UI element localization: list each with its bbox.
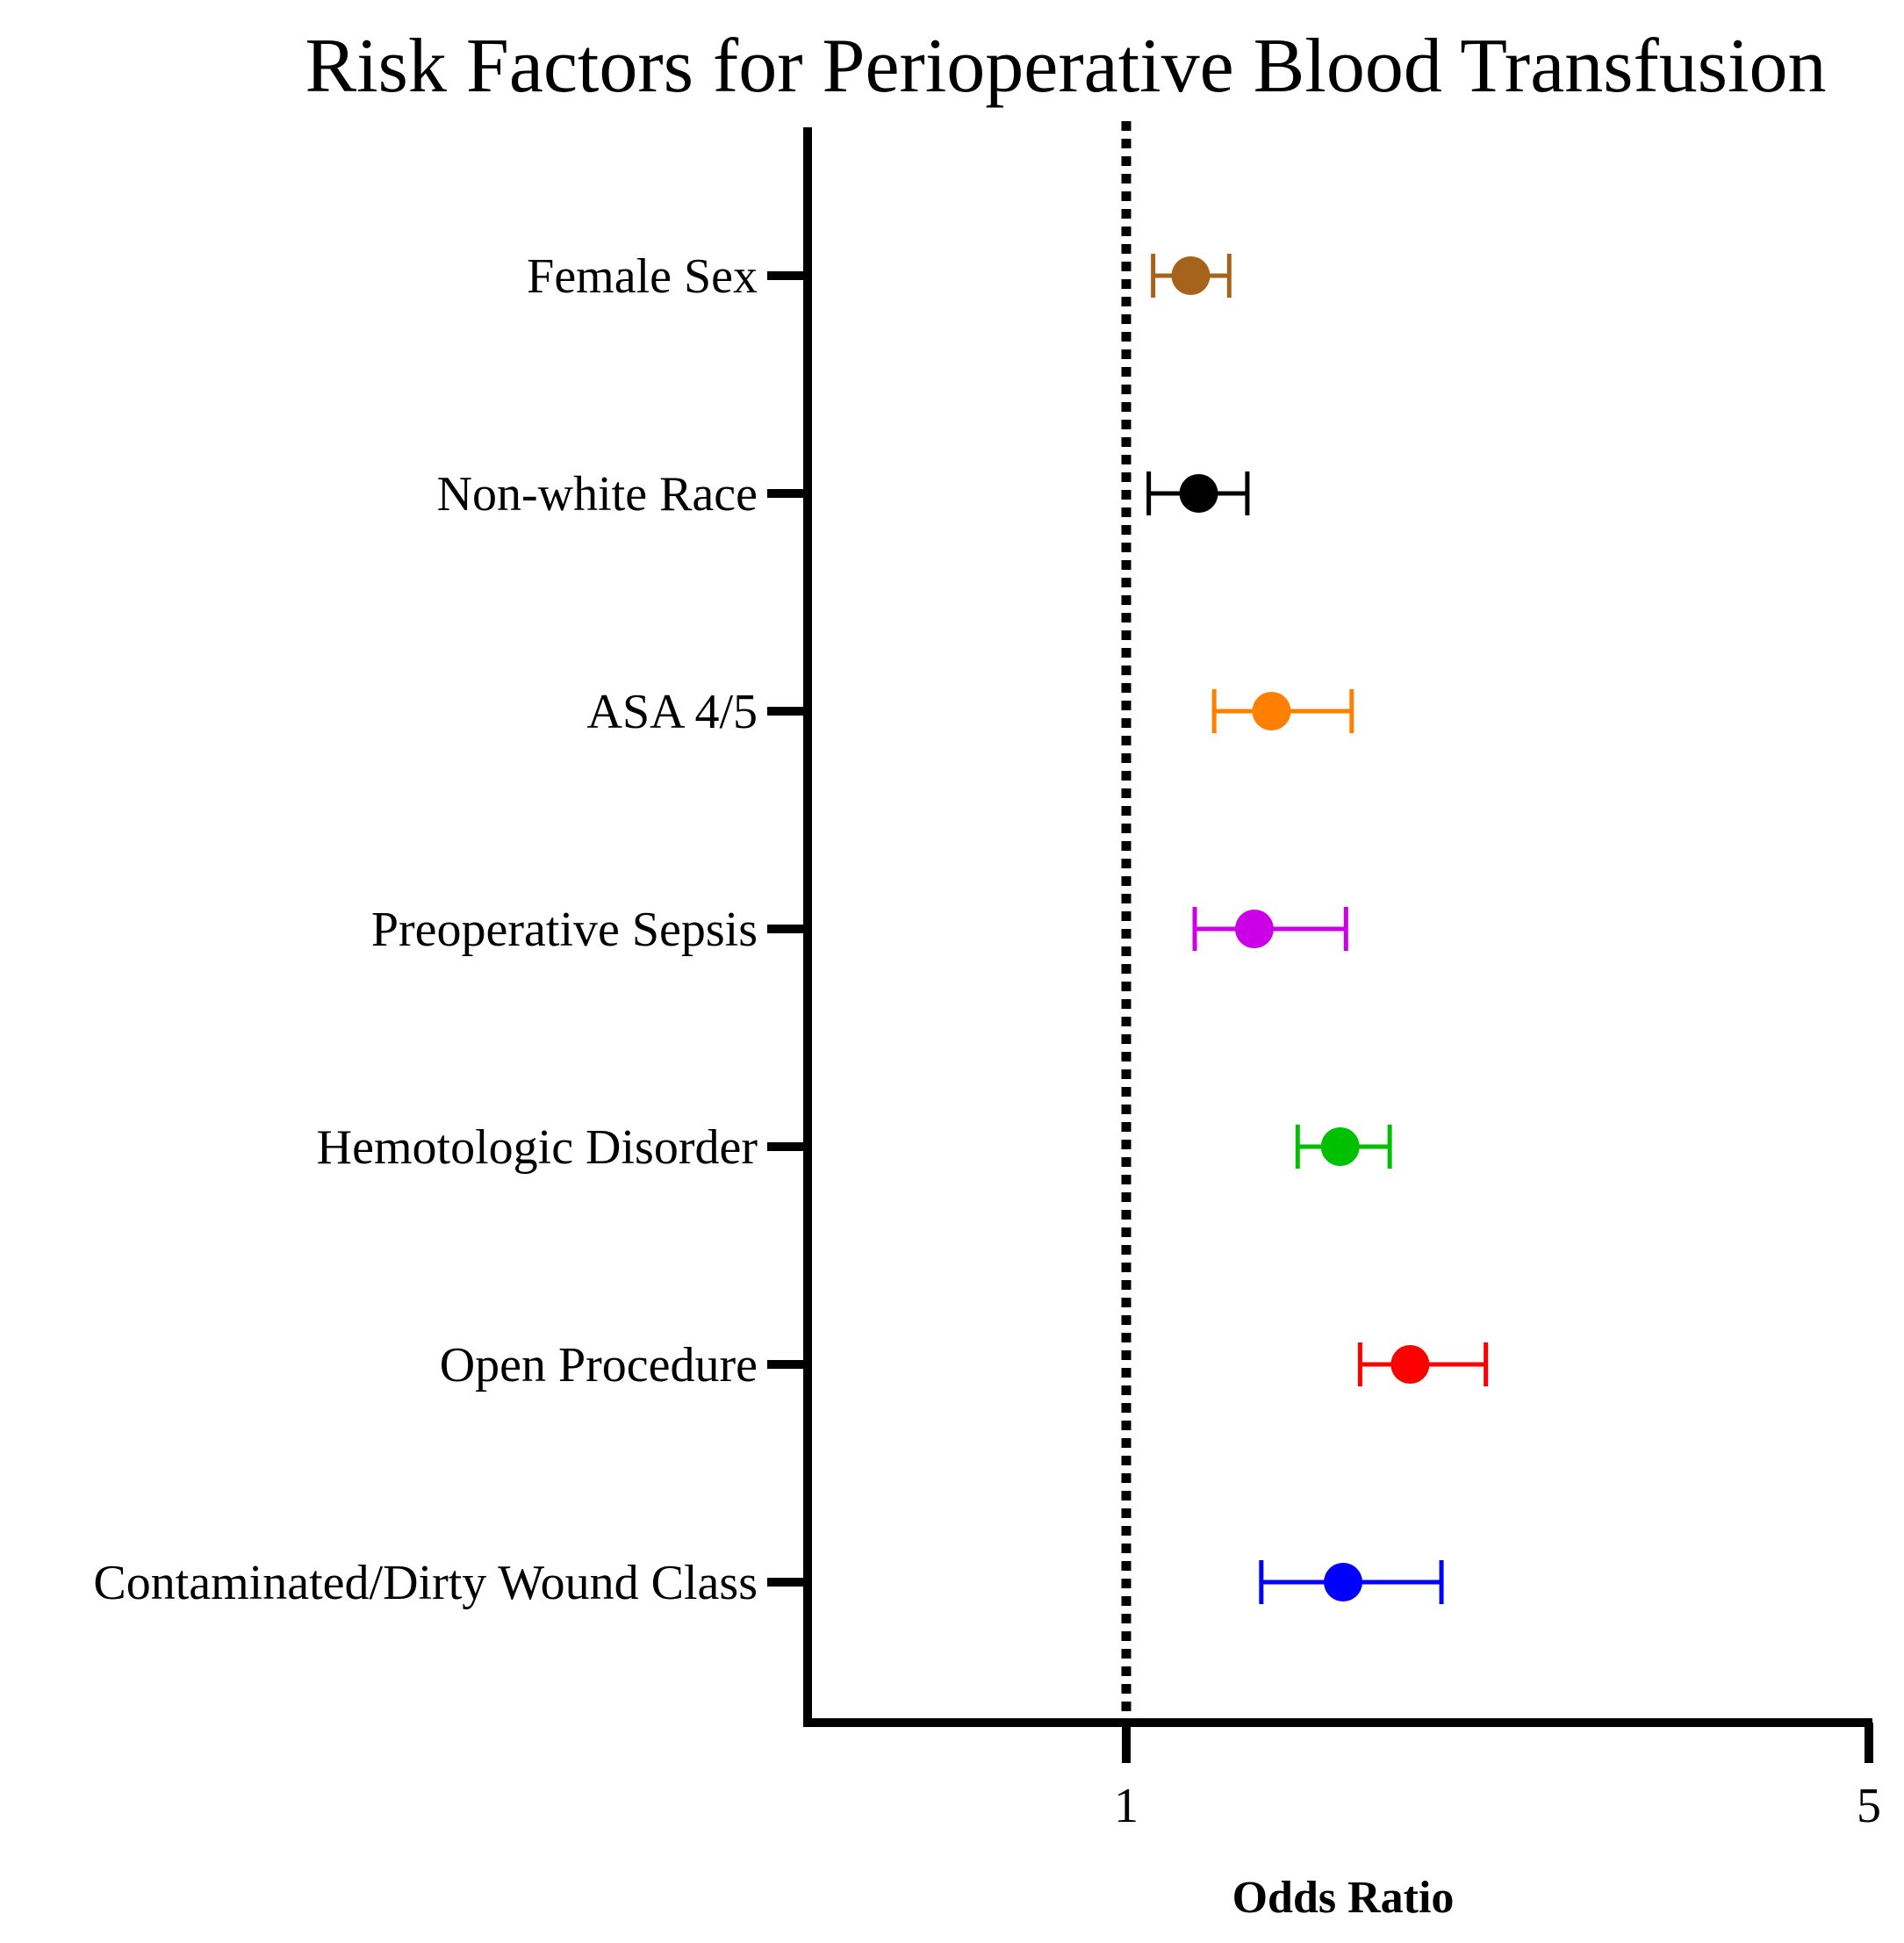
category-label: ASA 4/5 (587, 685, 758, 739)
category-label: Contaminated/Dirty Wound Class (93, 1556, 758, 1610)
odds-ratio-point (1234, 910, 1274, 948)
odds-ratio-point (1320, 1127, 1360, 1166)
category-label: Non-white Race (437, 467, 758, 522)
x-tick-label: 1 (1114, 1779, 1139, 1833)
x-tick-label: 5 (1857, 1779, 1881, 1833)
x-axis-title: Odds Ratio (1232, 1873, 1455, 1923)
chart-title: Risk Factors for Perioperative Blood Tra… (305, 24, 1826, 109)
odds-ratio-point (1390, 1345, 1430, 1384)
category-label: Hemotologic Disorder (317, 1120, 758, 1175)
category-label: Preoperative Sepsis (371, 903, 758, 957)
odds-ratio-point (1252, 692, 1291, 730)
category-label: Female Sex (527, 249, 758, 304)
category-label: Open Procedure (440, 1338, 758, 1392)
odds-ratio-point (1179, 474, 1218, 513)
data-marks (1146, 254, 1489, 1604)
odds-ratio-point (1324, 1563, 1363, 1601)
odds-ratio-point (1171, 256, 1211, 295)
